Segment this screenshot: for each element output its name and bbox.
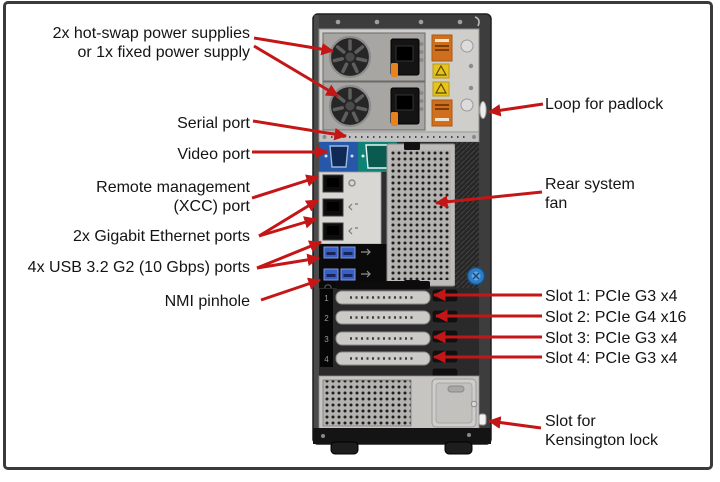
callout-label-rear-fan: Rear system fan: [545, 176, 635, 212]
power-supply-1: [322, 32, 426, 82]
rear-fan-grille: [391, 150, 451, 280]
chassis-left-edge: [314, 15, 319, 443]
callout-arrows: [251, 36, 544, 430]
bottom-vent-grille: [322, 379, 412, 427]
callout-label-slot-4: Slot 4: PCIe G3 x4: [545, 350, 678, 367]
padlock-loop-feature: [479, 101, 487, 119]
xcc-ethernet-port: [322, 174, 356, 193]
psu-pull-tab: [391, 63, 398, 77]
arrow-kensington: [488, 416, 542, 430]
callout-label-power-supplies: 2x hot-swap power supplies or 1x fixed p…: [52, 25, 250, 61]
pcie-slot-cover-2: [335, 310, 431, 325]
arrow-nmi-pinhole: [260, 277, 321, 302]
callout-label-nmi-pinhole: NMI pinhole: [164, 293, 250, 310]
power-supply-2: [322, 81, 426, 131]
arrow-usb-row-1: [256, 240, 322, 270]
callout-label-padlock-loop: Loop for padlock: [545, 96, 664, 113]
thumbscrew: [466, 266, 486, 286]
ethernet-port-2: [322, 222, 358, 241]
callout-label-gigabit-ethernet: 2x Gigabit Ethernet ports: [73, 228, 250, 245]
slot-number: 3: [324, 335, 329, 344]
arrow-ethernet-1: [258, 198, 319, 238]
psu-pull-tab: [391, 112, 398, 126]
pcie-slot-cover-3: [335, 331, 431, 346]
callout-label-slot-3: Slot 3: PCIe G3 x4: [545, 330, 678, 347]
slot-number-strip: [320, 289, 333, 367]
arrow-serial-port: [252, 119, 347, 141]
callout-label-kensington: Slot for Kensington lock: [545, 413, 658, 449]
usb-ports-row-1: [323, 246, 371, 259]
kensington-slot-feature: [478, 413, 487, 426]
pcie-slot-cover-4: [335, 351, 431, 366]
callout-label-slot-1: Slot 1: PCIe G3 x4: [545, 288, 678, 305]
chassis-foot: [330, 441, 359, 455]
arrow-usb-row-2: [256, 253, 320, 270]
slot-number: 1: [324, 294, 329, 303]
ethernet-port-1: [322, 198, 358, 217]
serial-port-connector: [365, 144, 391, 169]
chassis-bottom-band: [313, 428, 491, 444]
callout-label-video-port: Video port: [177, 146, 250, 163]
usb-icon: [361, 270, 371, 278]
psu-cage-fasteners: [460, 39, 474, 112]
arrow-ethernet-2: [258, 216, 317, 238]
callout-label-xcc-port: Remote management (XCC) port: [96, 179, 250, 215]
callout-label-serial-port: Serial port: [177, 115, 250, 132]
vga-port: [329, 145, 349, 168]
latch-hook-icon: [474, 16, 480, 27]
psu-warning-labels: [431, 34, 453, 127]
top-screws: [335, 19, 463, 25]
bottom-access-panel: [431, 378, 477, 428]
arrow-psu-1: [253, 36, 334, 56]
arrow-psu-2: [253, 44, 339, 98]
usb-ports-row-2: [323, 268, 371, 281]
fan-duct-edge: [455, 142, 479, 288]
arrow-padlock-loop: [488, 102, 544, 117]
chassis-foot: [444, 441, 473, 455]
callout-label-slot-2: Slot 2: PCIe G4 x16: [545, 309, 687, 326]
usb-icon: [361, 248, 371, 256]
pcie-slot-cover-1: [335, 290, 431, 305]
server-tower: 1 2 3 4: [312, 13, 492, 455]
slot-number: 4: [324, 355, 329, 364]
callout-label-usb-ports: 4x USB 3.2 G2 (10 Gbps) ports: [27, 259, 250, 276]
arrow-xcc-port: [251, 174, 319, 200]
panel-handle: [447, 385, 465, 393]
slot-number: 2: [324, 314, 329, 323]
arrow-rear-fan: [434, 190, 543, 209]
